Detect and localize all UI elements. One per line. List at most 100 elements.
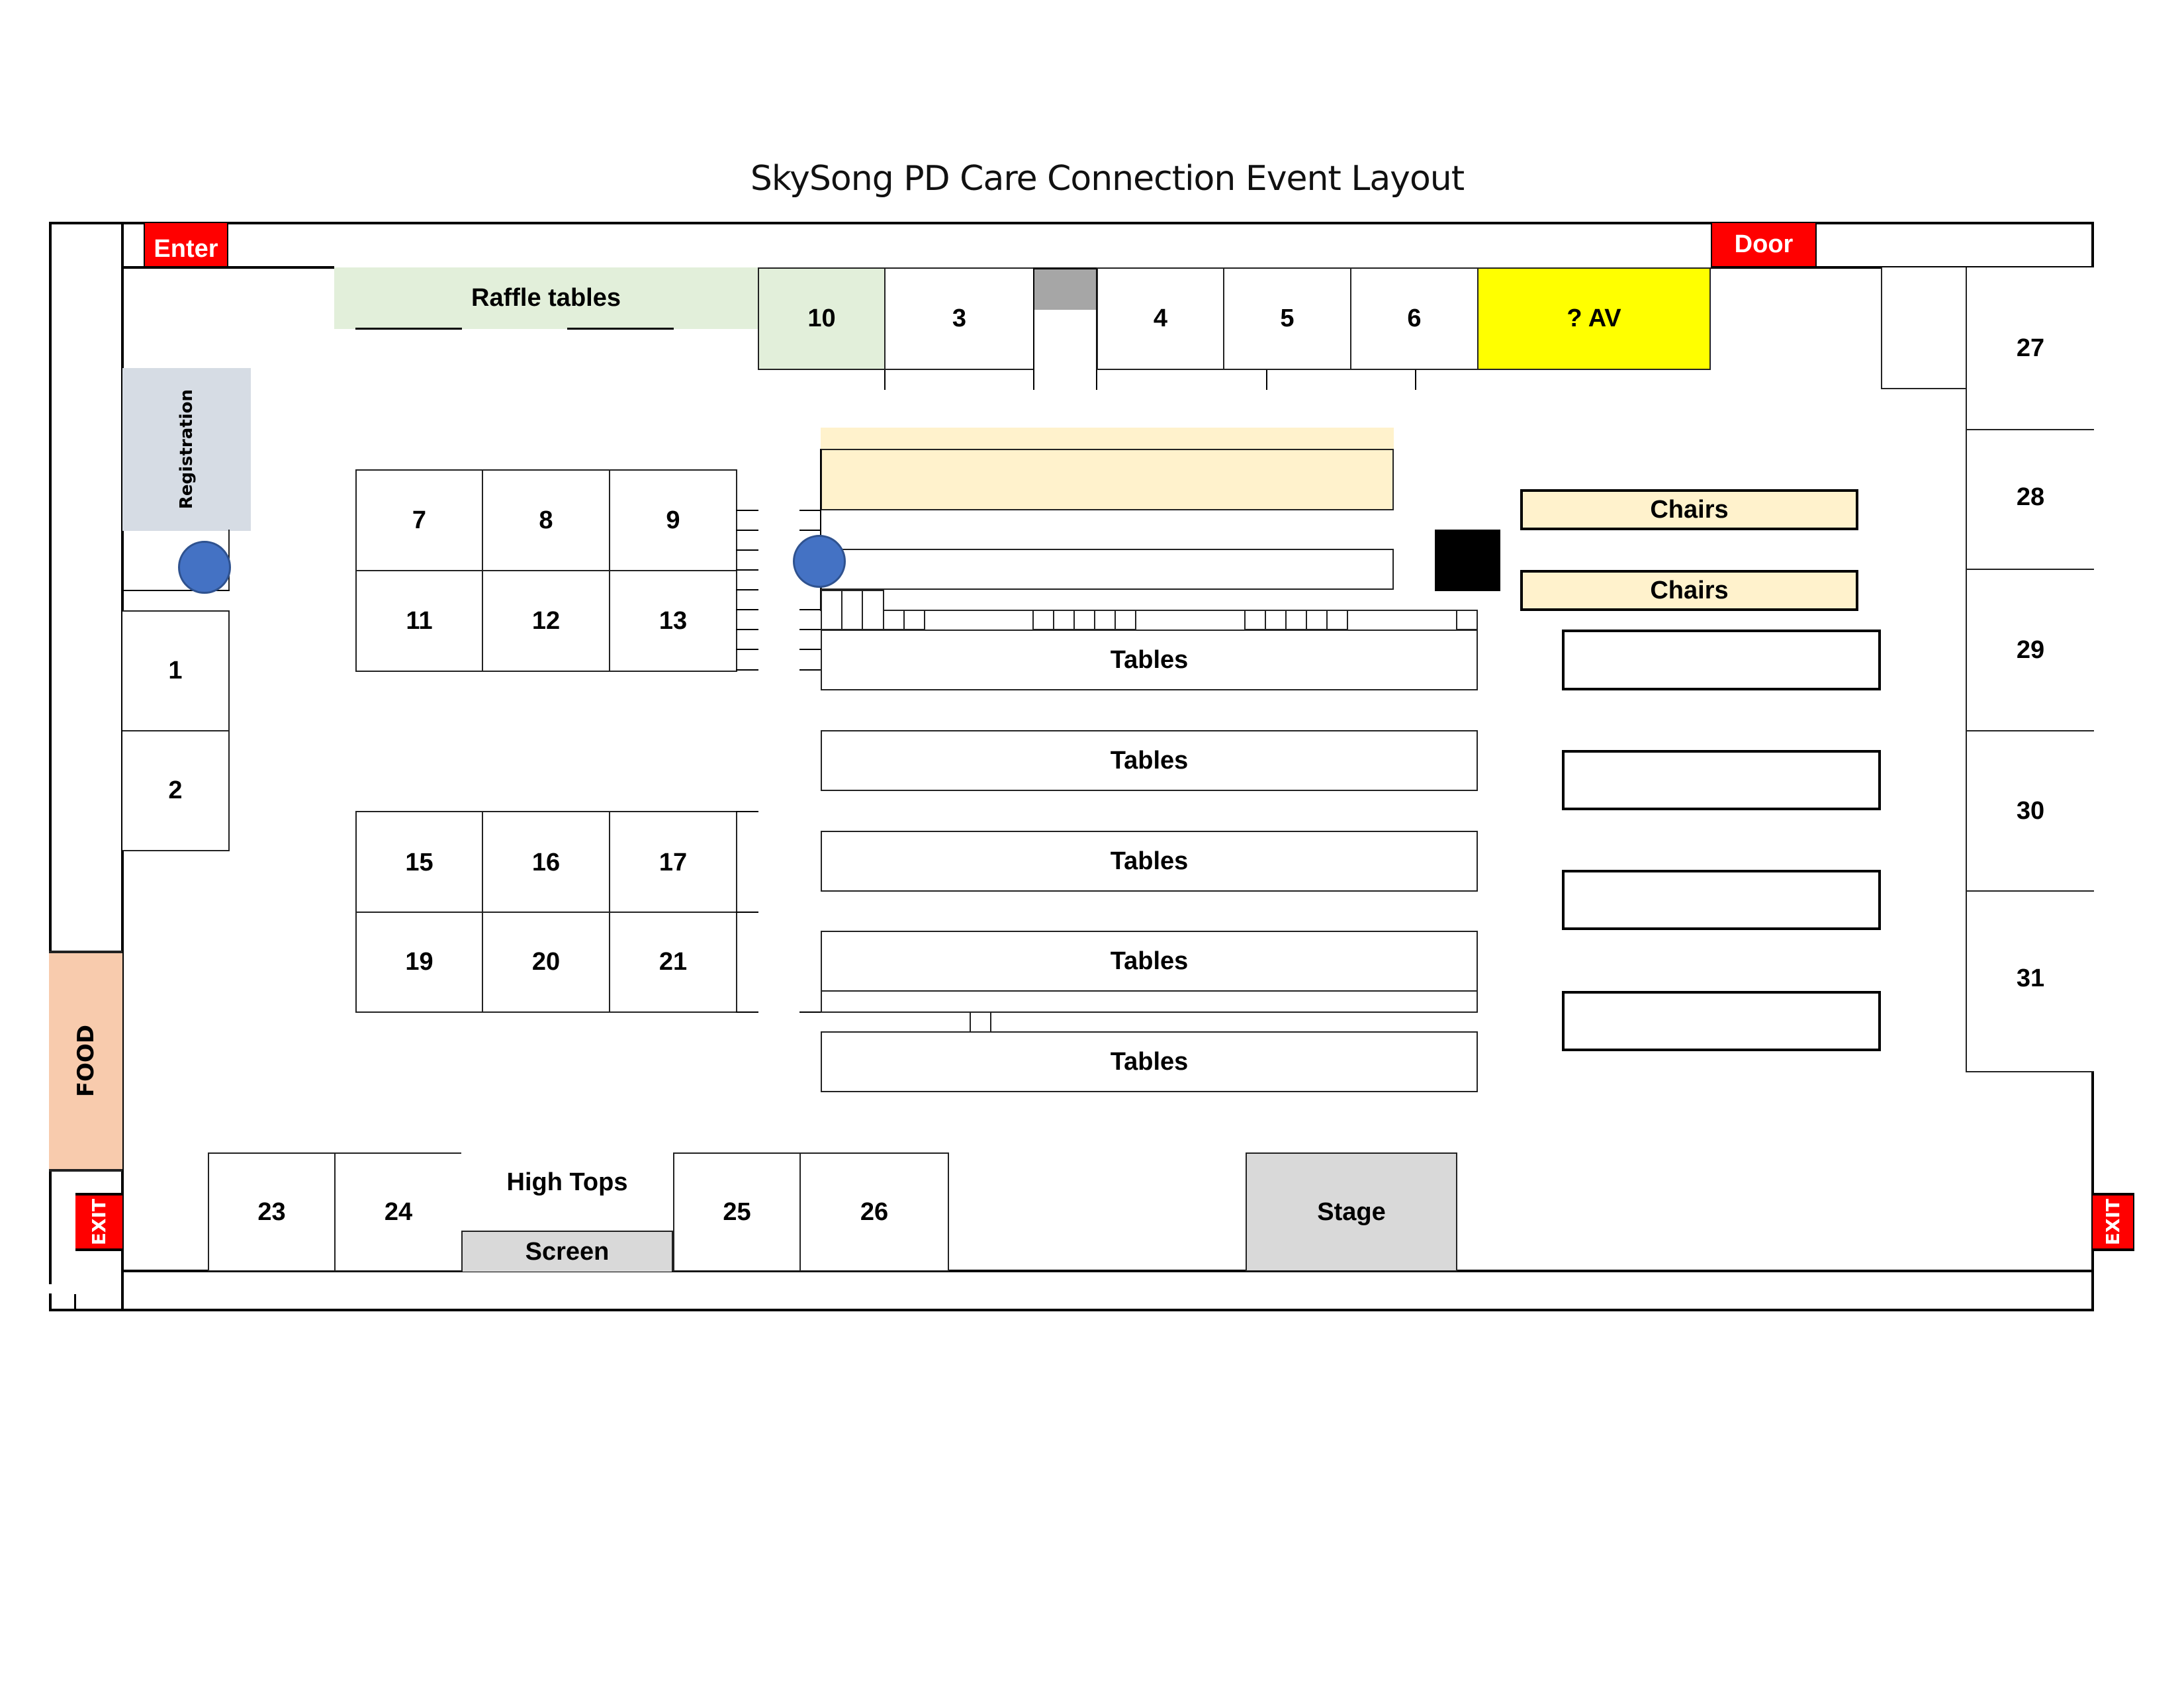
booth-17[interactable]: 17	[609, 811, 737, 913]
booth-30[interactable]: 30	[1966, 730, 2094, 892]
booth-20[interactable]: 20	[482, 912, 610, 1013]
tables-label: Tables	[1110, 746, 1189, 774]
chair-cell	[841, 590, 863, 630]
booth-27[interactable]: 27	[1966, 267, 2094, 430]
booth-31[interactable]: 31	[1966, 890, 2094, 1072]
booth-number: 12	[531, 606, 561, 635]
right-table-4[interactable]	[1562, 991, 1881, 1051]
booth-number: 21	[659, 948, 688, 976]
pillar-wall	[1033, 267, 1034, 390]
main-door[interactable]: Door	[1711, 222, 1817, 267]
food-area[interactable]: FOOD	[49, 951, 122, 1172]
chair-cell	[862, 590, 884, 630]
booth-number: 30	[2016, 796, 2045, 825]
booth-8[interactable]: 8	[482, 469, 610, 571]
booth-9[interactable]: 9	[609, 469, 737, 571]
tables-row-2[interactable]: Tables	[821, 730, 1478, 791]
booth-number: 20	[531, 948, 561, 976]
chair-row	[799, 1011, 821, 1013]
booth-number: 9	[666, 506, 680, 534]
blue-marker	[793, 535, 846, 588]
chair-row	[736, 811, 758, 812]
booth-19[interactable]: 19	[355, 912, 483, 1013]
booth-number: 28	[2016, 483, 2045, 511]
blue-marker	[178, 541, 231, 594]
chairs-block	[821, 449, 1394, 510]
booth-7[interactable]: 7	[355, 469, 483, 571]
chairs-row-1[interactable]: Chairs	[1520, 489, 1858, 530]
booth-4[interactable]: 4	[1097, 267, 1224, 370]
chair-row	[736, 589, 758, 590]
booth-16[interactable]: 16	[482, 811, 610, 913]
enter-door[interactable]: Enter	[144, 222, 228, 267]
tables-label: Tables	[1110, 847, 1189, 875]
raffle-tables: Raffle tables	[334, 267, 758, 329]
chair-row	[736, 629, 758, 630]
tables-row-1[interactable]: Tables	[821, 630, 1478, 690]
exit-left[interactable]: EXIT	[75, 1193, 122, 1251]
booth-number: 25	[723, 1197, 751, 1226]
screen[interactable]: Screen	[461, 1231, 673, 1272]
high-tops-area[interactable]: High Tops	[461, 1152, 673, 1232]
booth-number: 27	[2016, 334, 2045, 362]
booth-21[interactable]: 21	[609, 912, 737, 1013]
chair-cell	[1094, 610, 1116, 630]
booth-29[interactable]: 29	[1966, 569, 2094, 731]
right-table-2[interactable]	[1562, 750, 1881, 810]
enter-label: Enter	[154, 235, 218, 263]
booth-10[interactable]: 10	[758, 267, 886, 370]
booth-25[interactable]: 25	[673, 1152, 801, 1272]
tables-row-4[interactable]: Tables	[821, 931, 1478, 992]
booth-11[interactable]: 11	[355, 570, 483, 672]
chair-row	[799, 510, 821, 511]
booth-number: 19	[405, 948, 433, 976]
chair-row	[736, 510, 758, 511]
chair-row	[736, 669, 758, 671]
booth-divider	[1415, 370, 1416, 390]
chair-row	[736, 569, 758, 571]
chair-row	[799, 649, 821, 650]
booth-number: 8	[539, 506, 553, 534]
booth-23[interactable]: 23	[208, 1152, 336, 1272]
tables-row-3[interactable]: Tables	[821, 831, 1478, 892]
tables-label: Tables	[1110, 947, 1189, 975]
booth-5[interactable]: 5	[1223, 267, 1351, 370]
booth-28[interactable]: 28	[1966, 429, 2094, 570]
chair-strip	[821, 610, 1478, 630]
food-label: FOOD	[72, 1025, 99, 1098]
pillar	[1034, 267, 1097, 310]
booth-13[interactable]: 13	[609, 570, 737, 672]
booth-divider	[884, 370, 886, 390]
booth-6[interactable]: 6	[1350, 267, 1479, 370]
chair-row	[736, 912, 758, 913]
registration-area[interactable]: Registration	[122, 368, 251, 531]
left-corridor-gap	[48, 1284, 53, 1293]
av-area[interactable]: ? AV	[1477, 267, 1711, 370]
chair-cell	[1265, 610, 1287, 630]
screen-label: Screen	[525, 1237, 610, 1266]
right-table-3[interactable]	[1562, 870, 1881, 930]
chairs-row-2[interactable]: Chairs	[1520, 570, 1858, 611]
booth-1[interactable]: 1	[122, 610, 230, 731]
inner-wall-top-left	[122, 266, 334, 269]
booth-number: 6	[1407, 305, 1422, 332]
booth-26[interactable]: 26	[799, 1152, 949, 1272]
booth-12[interactable]: 12	[482, 570, 610, 672]
page-title: SkySong PD Care Connection Event Layout	[750, 159, 1465, 199]
registration-label: Registration	[177, 389, 197, 510]
chair-row	[736, 649, 758, 650]
booth-3[interactable]: 3	[884, 267, 1034, 370]
right-table-1[interactable]	[1562, 630, 1881, 690]
stage[interactable]: Stage	[1246, 1152, 1457, 1272]
chair-cell	[1306, 610, 1328, 630]
stage-label: Stage	[1317, 1197, 1386, 1226]
booth-number: 17	[659, 848, 688, 876]
exit-right[interactable]: EXIT	[2093, 1193, 2134, 1251]
booth-15[interactable]: 15	[355, 811, 483, 913]
booth-24[interactable]: 24	[334, 1152, 463, 1272]
booth-number: 1	[168, 657, 183, 684]
tables-row-5[interactable]: Tables	[821, 1031, 1478, 1092]
chair-row	[799, 629, 821, 630]
booth-2[interactable]: 2	[122, 730, 230, 851]
tables-row-4-strip	[821, 990, 1478, 1013]
